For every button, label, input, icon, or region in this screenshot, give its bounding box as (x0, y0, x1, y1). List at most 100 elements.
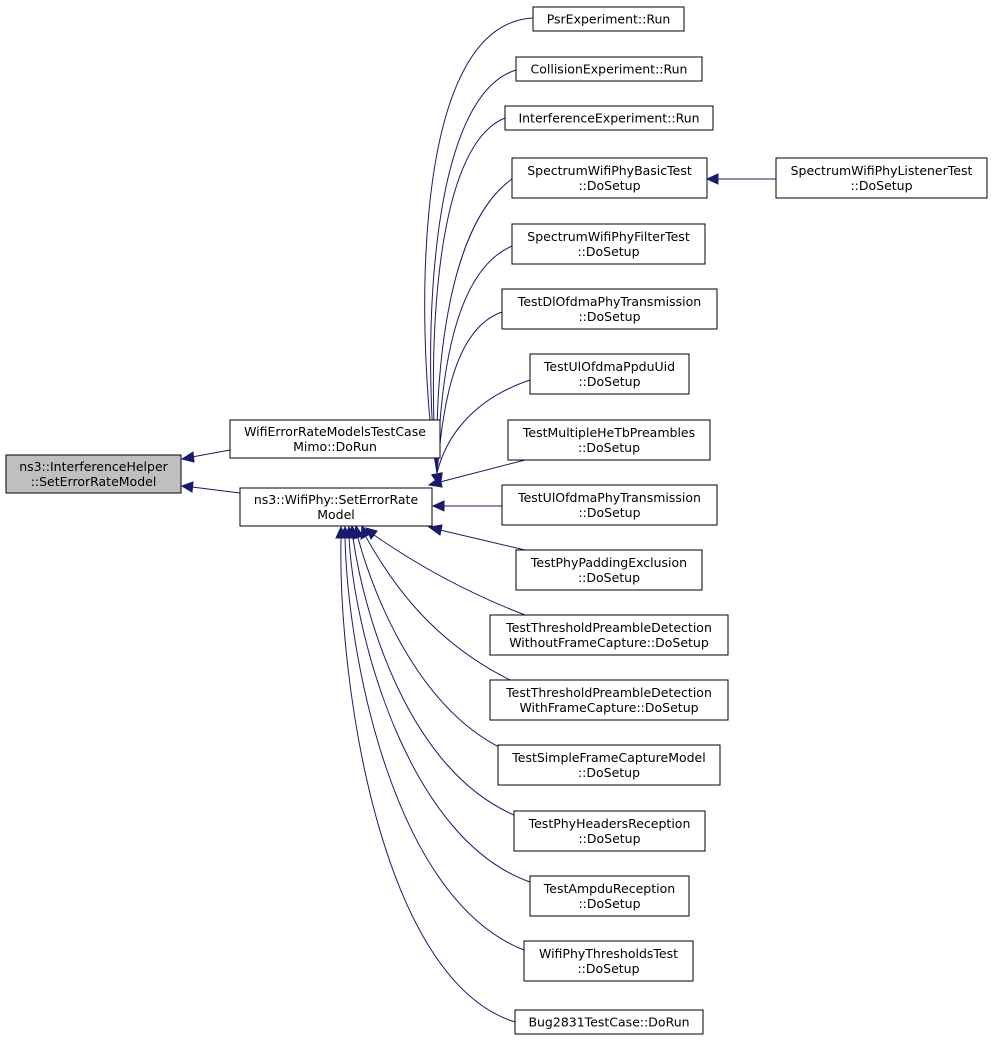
node-label-line: ::DoSetup (578, 505, 640, 520)
edge-line (340, 537, 516, 1023)
node-bug2831[interactable]: Bug2831TestCase::DoRun (514, 1009, 704, 1035)
node-label-line: SpectrumWifiPhyBasicTest (527, 163, 692, 178)
edge-thresholds-to-setERM (339, 525, 525, 951)
node-box (775, 157, 988, 199)
node-label-line: TestAmpduReception (543, 881, 675, 896)
node-label-line: TestSimpleFrameCaptureModel (511, 750, 705, 765)
node-box (529, 875, 690, 917)
node-label-line: ::DoSetup (578, 309, 640, 324)
edge-line (436, 311, 503, 474)
node-box (511, 223, 706, 265)
node-label-line: ns3::WifiPhy::SetErrorRate (254, 492, 419, 507)
node-label-line: TestUlOfdmaPpduUid (543, 359, 675, 374)
edge-spec_basic-to-setERM (431, 178, 513, 488)
node-padding[interactable]: TestPhyPaddingExclusion::DoSetup (515, 549, 703, 591)
node-headers[interactable]: TestPhyHeadersReception::DoSetup (513, 810, 706, 852)
node-label-line: ::DoSetup (578, 765, 640, 780)
node-label-line: PsrExperiment::Run (547, 12, 671, 27)
node-ampdu[interactable]: TestAmpduReception::DoSetup (529, 875, 690, 917)
edge-arrowhead (180, 451, 195, 463)
node-label-line: Bug2831TestCase::DoRun (528, 1015, 689, 1030)
node-label-line: WifiErrorRateModelsTestCase (244, 424, 426, 439)
node-label-line: ::DoSetup (578, 440, 640, 455)
node-ul_ofdma[interactable]: TestUlOfdmaPhyTransmission::DoSetup (501, 484, 718, 526)
node-thresholds[interactable]: WifiPhyThresholdsTest::DoSetup (523, 940, 694, 982)
node-label-line: SpectrumWifiPhyListenerTest (791, 163, 973, 178)
edge-spec_listener-to-spec_basic (705, 173, 776, 185)
edge-ul_ofdma-to-setERM (431, 500, 502, 512)
node-label-line: WithFrameCapture::DoSetup (519, 700, 698, 715)
node-thr_without[interactable]: TestThresholdPreambleDetectionWithoutFra… (489, 614, 729, 656)
edge-arrowhead (431, 500, 445, 512)
node-collision[interactable]: CollisionExperiment::Run (515, 56, 703, 82)
edge-line (352, 537, 515, 816)
node-label-line: TestPhyHeadersReception (528, 816, 691, 831)
node-label-line: SpectrumWifiPhyFilterTest (527, 229, 690, 244)
nodes-layer: ns3::InterferenceHelper::SetErrorRateMod… (5, 6, 988, 1035)
node-box (511, 157, 708, 199)
node-label-line: WithoutFrameCapture::DoSetup (509, 635, 709, 650)
edge-arrowhead (427, 476, 443, 488)
node-box (5, 454, 182, 494)
node-box (523, 940, 694, 982)
edge-spec_filter-to-setERM (431, 245, 513, 488)
edge-arrowhead (427, 524, 443, 536)
edge-line (344, 537, 525, 951)
node-label-line: ::DoSetup (850, 178, 912, 193)
node-simple_fc[interactable]: TestSimpleFrameCaptureModel::DoSetup (497, 744, 721, 786)
node-box (507, 419, 711, 461)
node-box (515, 549, 703, 591)
node-label-line: ::DoSetup (578, 896, 640, 911)
node-label-line: ::DoSetup (578, 374, 640, 389)
node-label-line: WifiPhyThresholdsTest (539, 946, 678, 961)
node-label-line: CollisionExperiment::Run (531, 62, 688, 77)
edge-setERM-to-root (180, 481, 241, 494)
edge-line (432, 117, 506, 474)
node-label-line: Model (317, 507, 355, 522)
node-label-line: TestMultipleHeTbPreambles (522, 425, 695, 440)
node-spec_basic[interactable]: SpectrumWifiPhyBasicTest::DoSetup (511, 157, 708, 199)
edge-line (357, 537, 506, 751)
node-spec_listener[interactable]: SpectrumWifiPhyListenerTest::DoSetup (775, 157, 988, 199)
edge-line (436, 245, 513, 474)
edge-arrowhead (180, 481, 194, 493)
node-box (515, 56, 703, 82)
node-label-line: TestPhyPaddingExclusion (530, 555, 687, 570)
edge-interference-to-setERM (431, 117, 506, 488)
node-label-line: ::DoSetup (578, 570, 640, 585)
node-box (239, 487, 433, 527)
edge-line (439, 459, 526, 483)
edge-collision-to-setERM (430, 69, 517, 488)
node-box (229, 419, 441, 459)
node-box (501, 288, 718, 330)
node-label-line: TestThresholdPreambleDetection (505, 685, 712, 700)
node-label-line: ::DoSetup (577, 961, 639, 976)
edge-arrowhead (335, 525, 347, 539)
node-box (489, 679, 729, 721)
node-dl_ofdma[interactable]: TestDlOfdmaPhyTransmission::DoSetup (501, 288, 718, 330)
node-psr[interactable]: PsrExperiment::Run (532, 6, 685, 32)
edge-simple_fc-to-setERM (352, 524, 506, 751)
node-multi_he[interactable]: TestMultipleHeTbPreambles::DoSetup (507, 419, 711, 461)
edge-thr_without-to-setERM (365, 527, 526, 616)
node-label-line: TestDlOfdmaPhyTransmission (517, 294, 701, 309)
node-box (489, 614, 729, 656)
node-interference[interactable]: InterferenceExperiment::Run (504, 105, 714, 131)
node-box (532, 6, 685, 32)
root-node[interactable]: ns3::InterferenceHelper::SetErrorRateMod… (5, 454, 182, 494)
node-label-line: Mimo::DoRun (293, 439, 377, 454)
node-thr_with[interactable]: TestThresholdPreambleDetectionWithFrameC… (489, 679, 729, 721)
node-ul_ppdu[interactable]: TestUlOfdmaPpduUid::DoSetup (529, 353, 690, 395)
node-spec_filter[interactable]: SpectrumWifiPhyFilterTest::DoSetup (511, 223, 706, 265)
node-setERM[interactable]: ns3::WifiPhy::SetErrorRateModel (239, 487, 433, 527)
edge-line (373, 534, 526, 616)
node-label-line: ::DoSetup (577, 244, 639, 259)
edge-line (365, 536, 511, 681)
edge-thr_with-to-setERM (360, 524, 511, 681)
edge-wifi_error-to-root (180, 449, 231, 463)
node-label-line: ns3::InterferenceHelper (19, 459, 168, 474)
node-label-line: ::DoSetup (578, 831, 640, 846)
node-box (497, 744, 721, 786)
